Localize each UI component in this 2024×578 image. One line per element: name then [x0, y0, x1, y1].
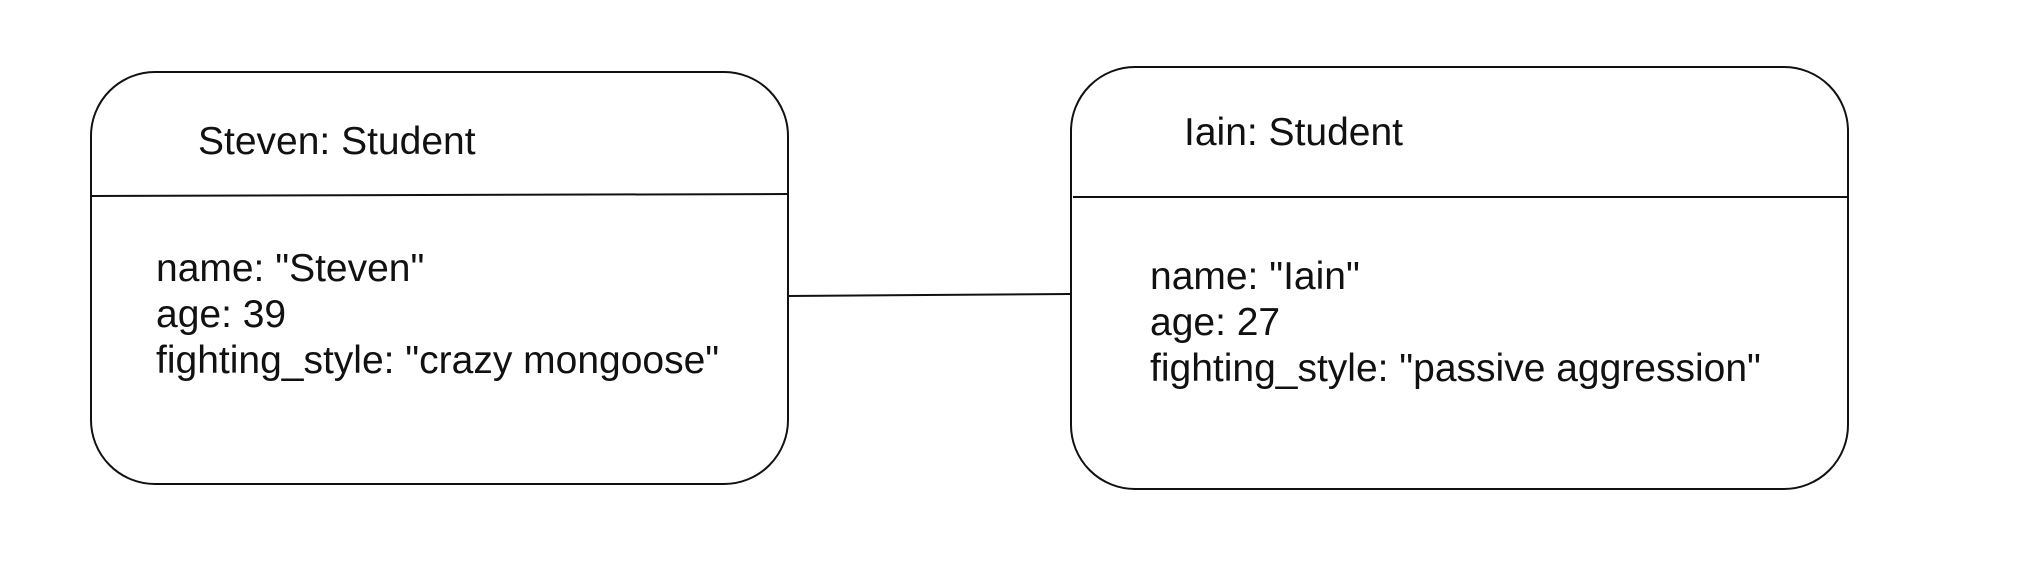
object-box-steven-border: [90, 71, 789, 485]
object-title-iain: Iain: Student: [1184, 111, 1403, 154]
attribute-age: age: 27: [1150, 301, 1281, 344]
attribute-name: name: "Iain": [1150, 255, 1360, 298]
object-box-iain[interactable]: [1070, 66, 1849, 490]
object-attributes-steven: name: "Steven" age: 39 fighting_style: "…: [156, 246, 719, 384]
object-attributes-iain: name: "Iain" age: 27 fighting_style: "pa…: [1150, 254, 1761, 392]
object-box-iain-border: [1070, 66, 1849, 490]
object-box-steven-divider: [90, 193, 789, 197]
attribute-name: name: "Steven": [156, 247, 425, 290]
object-title-steven: Steven: Student: [198, 120, 476, 163]
object-box-steven[interactable]: [90, 71, 789, 485]
association-link[interactable]: [787, 293, 1072, 297]
attribute-fighting-style: fighting_style: "crazy mongoose": [156, 339, 720, 382]
attribute-age: age: 39: [156, 293, 287, 336]
attribute-fighting-style: fighting_style: "passive aggression": [1150, 347, 1761, 390]
